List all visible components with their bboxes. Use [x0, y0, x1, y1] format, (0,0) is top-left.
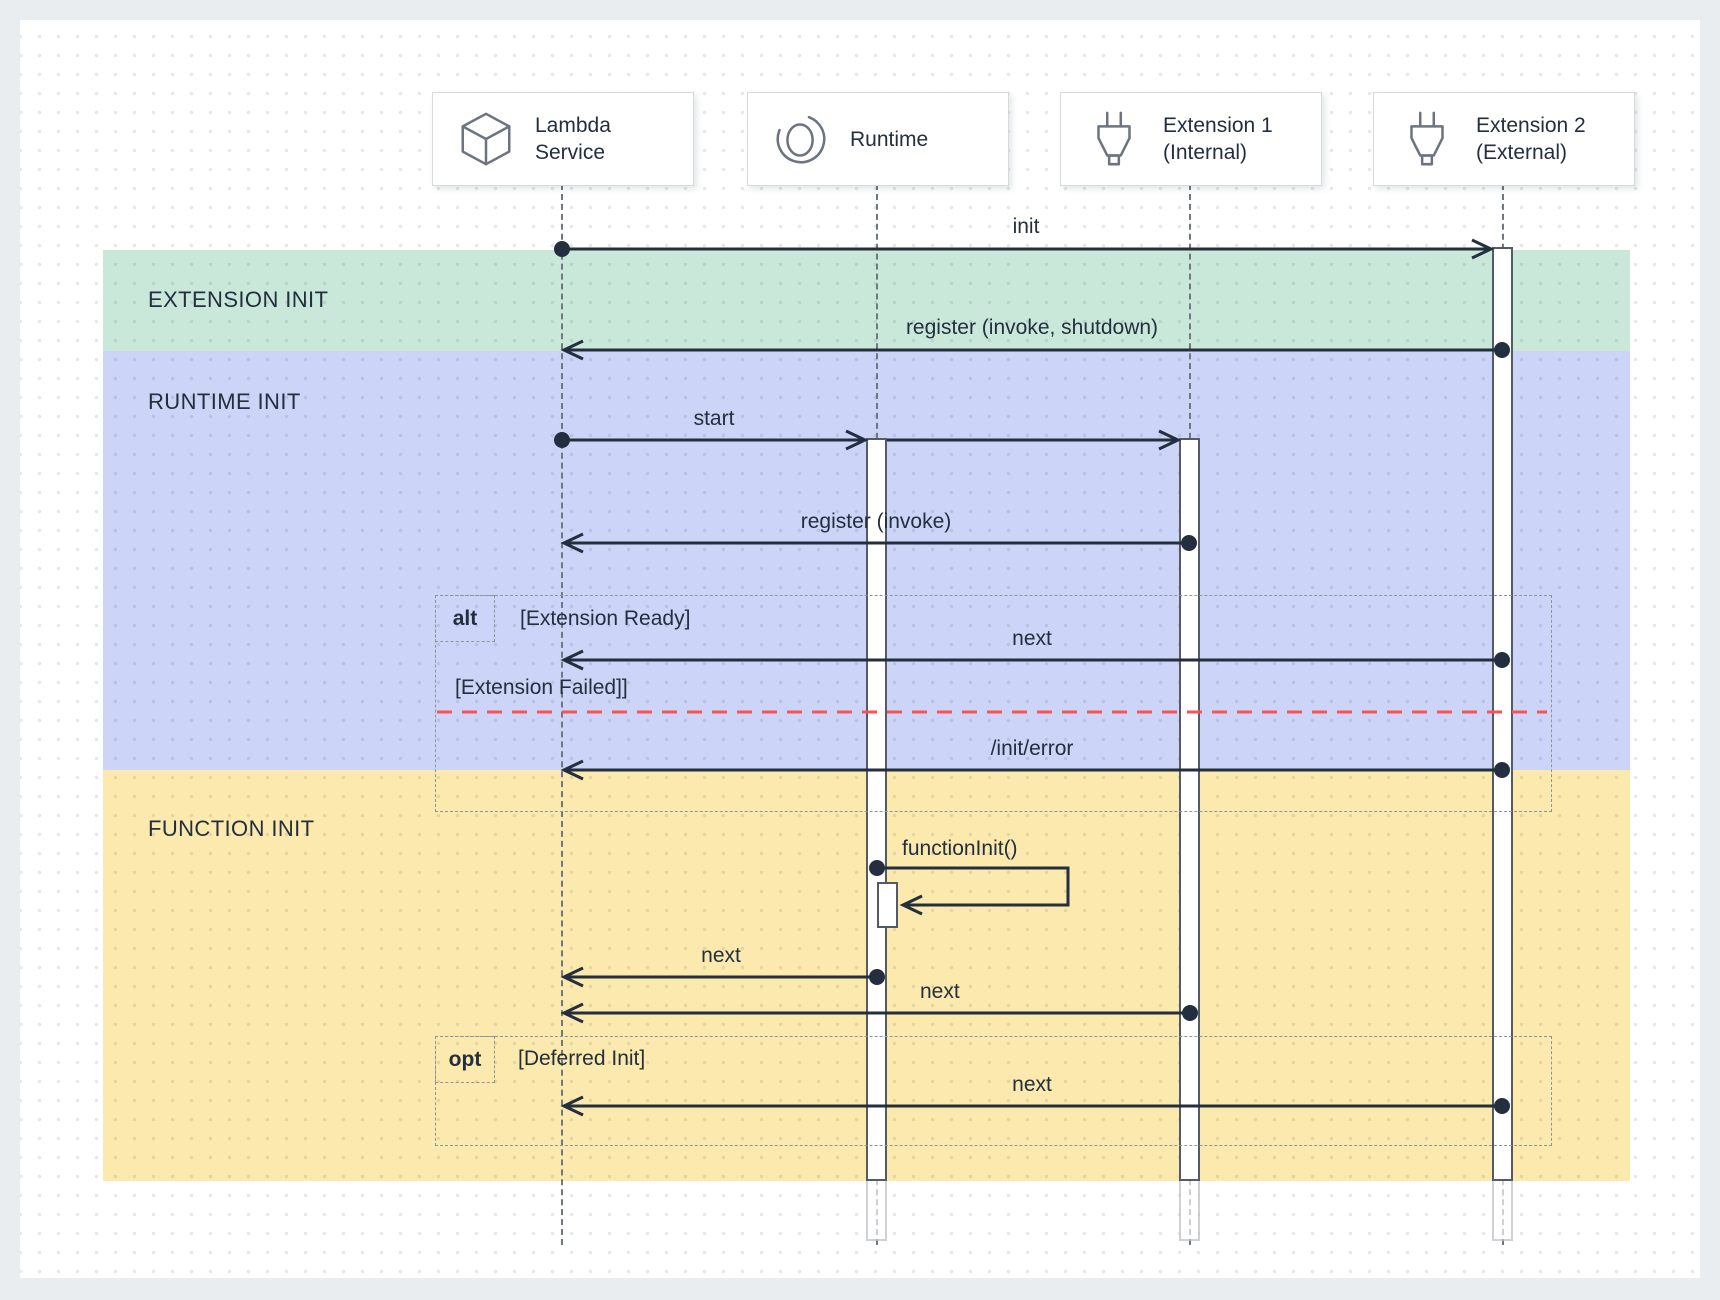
activation-bar-ghost-extension1 — [1179, 1181, 1200, 1241]
label-init-error: /init/error — [990, 737, 1074, 760]
phase-label-function-init: FUNCTION INIT — [148, 816, 315, 841]
label-next-runtime: next — [701, 944, 741, 967]
opt-operator-label: opt — [435, 1036, 495, 1083]
guard-extension-ready: [Extension Ready] — [520, 607, 691, 630]
runtime-cycle-icon — [776, 114, 826, 164]
guard-deferred-init: [Deferred Init] — [518, 1047, 646, 1070]
label-next-alt: next — [1012, 627, 1052, 650]
actor-label-extension1: Extension 1 (Internal) — [1163, 114, 1273, 164]
actor-label-lambda-service: Lambda Service — [535, 114, 611, 164]
actor-extension1: Extension 1 (Internal) — [1060, 92, 1322, 186]
activation-bar-runtime — [866, 438, 887, 1181]
label-start: start — [693, 407, 735, 430]
activation-bar-ghost-extension2 — [1492, 1181, 1513, 1241]
label-init: init — [1012, 215, 1040, 238]
alt-operator-label: alt — [435, 595, 495, 642]
actor-label-runtime: Runtime — [850, 127, 929, 151]
guard-extension-failed: [Extension Failed]] — [455, 676, 628, 699]
label-function-init: functionInit() — [902, 837, 1018, 860]
lambda-cube-icon — [461, 112, 511, 166]
label-register-invoke-shutdown: register (invoke, shutdown) — [905, 316, 1159, 339]
activation-bar-extension2 — [1492, 247, 1513, 1181]
plug-icon — [1410, 111, 1444, 166]
actor-label-extension2: Extension 2 (External) — [1476, 114, 1586, 164]
label-register-invoke: register (invoke) — [800, 510, 952, 533]
actor-lambda-service: Lambda Service — [432, 92, 694, 186]
label-next-opt: next — [1012, 1073, 1052, 1096]
lifeline-lambda-service — [561, 184, 563, 1245]
phase-label-runtime-init: RUNTIME INIT — [148, 389, 301, 414]
phase-band-extension-init — [103, 250, 1630, 351]
phase-label-extension-init: EXTENSION INIT — [148, 287, 329, 312]
actor-runtime: Runtime — [747, 92, 1009, 186]
activation-bar-nested-runtime — [877, 882, 898, 928]
opt-frame — [435, 1036, 1552, 1146]
activation-bar-ghost-runtime — [866, 1181, 887, 1241]
activation-bar-extension1 — [1179, 438, 1200, 1181]
actor-extension2: Extension 2 (External) — [1373, 92, 1635, 186]
plug-icon — [1097, 111, 1131, 166]
label-next-extension1: next — [920, 980, 960, 1003]
alt-frame — [435, 595, 1552, 812]
